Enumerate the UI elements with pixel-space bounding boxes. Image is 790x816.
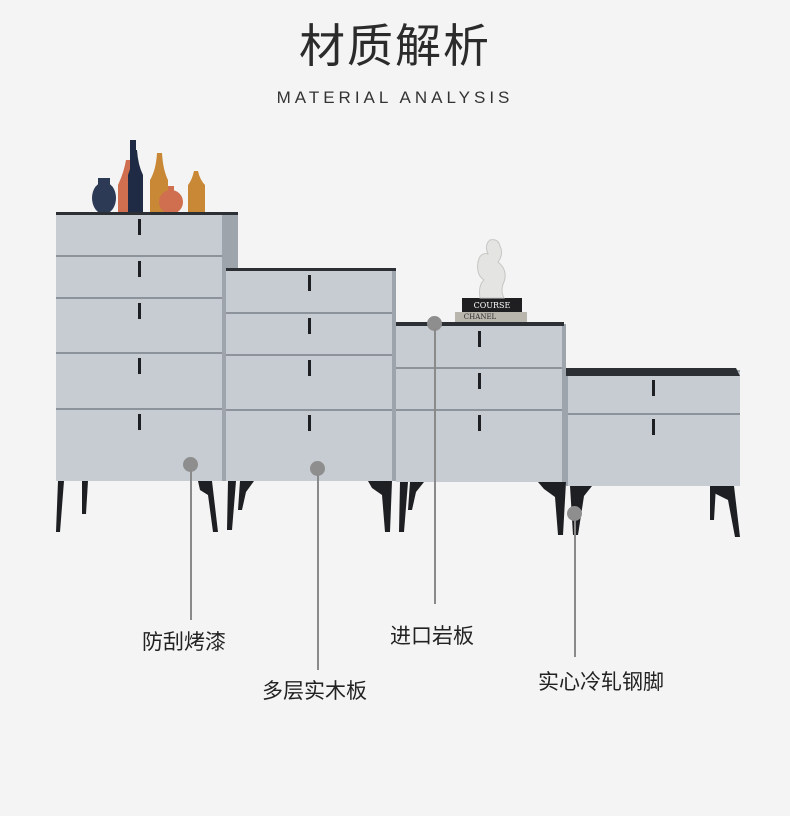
pointer-dot-paint bbox=[183, 457, 198, 472]
cabinet-medium bbox=[226, 268, 396, 532]
pointer-line-stone bbox=[434, 328, 436, 604]
book-top-text: COURSE bbox=[474, 301, 511, 310]
callout-label-wood: 多层实木板 bbox=[262, 679, 367, 703]
callout-label-paint: 防刮烤漆 bbox=[142, 630, 226, 654]
book-bottom-text: CHANEL bbox=[464, 313, 497, 321]
pointer-line-paint bbox=[190, 470, 192, 620]
pointer-line-steel bbox=[574, 519, 576, 657]
pointer-dot-wood bbox=[310, 461, 325, 476]
cabinet-short bbox=[566, 368, 740, 537]
page-title: 材质解析 bbox=[299, 19, 491, 73]
bust-decor: COURSE CHANEL bbox=[455, 239, 527, 323]
cabinet-low bbox=[396, 322, 566, 535]
cabinet-tall bbox=[56, 212, 238, 532]
vases-decor bbox=[92, 140, 205, 214]
page-subtitle: MATERIAL ANALYSIS bbox=[276, 88, 514, 107]
pointer-dot-stone bbox=[427, 316, 442, 331]
callout-label-stone: 进口岩板 bbox=[390, 624, 474, 648]
callout-label-steel: 实心冷轧钢脚 bbox=[538, 670, 664, 694]
pointer-dot-steel bbox=[567, 506, 582, 521]
pointer-line-wood bbox=[317, 474, 319, 670]
